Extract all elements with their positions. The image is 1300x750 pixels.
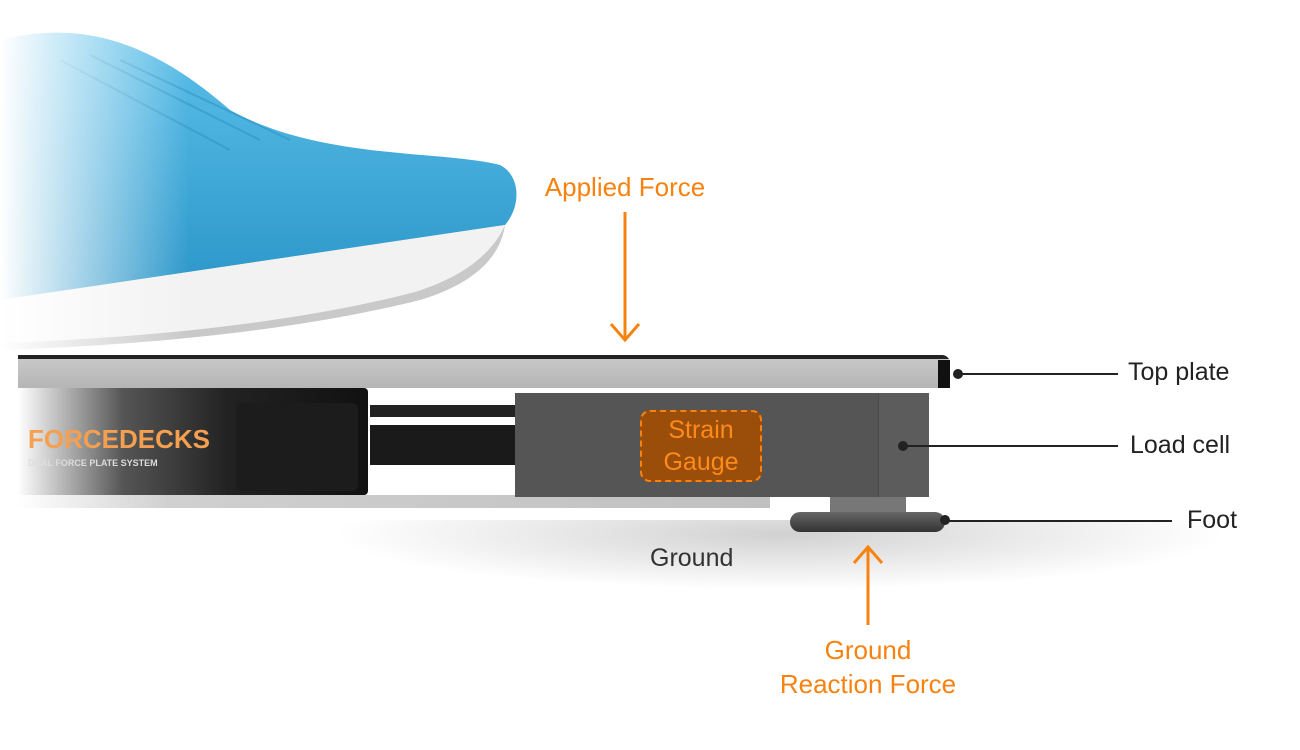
tagline: DUAL FORCE PLATE SYSTEM [28, 458, 158, 468]
foot-label: Foot [1187, 506, 1238, 534]
electronics-housing: FORCEDECKS DUAL FORCE PLATE SYSTEM [18, 388, 368, 495]
applied-force-arrow-icon [609, 212, 641, 343]
foot [790, 512, 945, 532]
cable-connector [370, 395, 515, 475]
foot-stem [830, 497, 906, 514]
foot-leader [945, 520, 1172, 522]
ground-reaction-line-1: Ground [824, 635, 912, 665]
strain-gauge: Strain Gauge [640, 410, 762, 482]
ground-shadow [330, 520, 1230, 590]
top-plate [18, 355, 950, 388]
load-cell-leader [903, 445, 1118, 447]
top-plate-label: Top plate [1128, 358, 1230, 386]
top-plate-leader [958, 373, 1118, 375]
ground-reaction-force-label: Ground Reaction Force [748, 633, 988, 701]
strain-gauge-label-1: Strain [668, 416, 734, 444]
ground-reaction-arrow-icon [852, 544, 884, 625]
applied-force-label: Applied Force [544, 172, 706, 202]
strain-gauge-label-2: Gauge [663, 448, 739, 476]
load-cell-label: Load cell [1130, 431, 1231, 459]
top-plate-end-cap [938, 360, 950, 388]
bottom-plate [18, 495, 770, 508]
ground-label: Ground [650, 544, 734, 572]
logo: FORCEDECKS [28, 424, 211, 454]
cover-panel [236, 403, 358, 491]
ground-reaction-line-2: Reaction Force [779, 669, 957, 699]
shoe-image [0, 0, 540, 360]
